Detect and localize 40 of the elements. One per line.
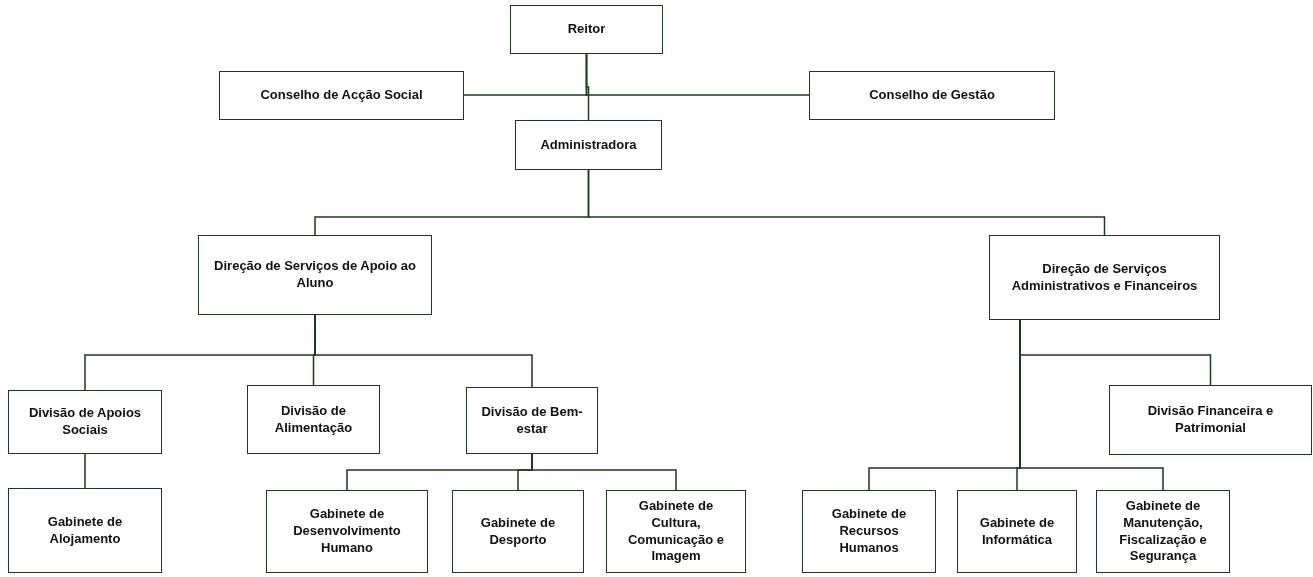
org-box bbox=[606, 490, 746, 573]
org-box bbox=[466, 387, 598, 454]
unit-name: Reitor bbox=[567, 21, 606, 38]
connector-line bbox=[587, 169, 1106, 236]
org-box bbox=[8, 390, 162, 454]
unit-name: Gabinete de Recursos Humanos bbox=[830, 506, 908, 557]
unit-name: Gabinete de Manutenção, Fiscalização e Segurança bbox=[1118, 497, 1208, 566]
org-box bbox=[802, 490, 936, 573]
unit-name: Divisão de Apoios Sociais bbox=[27, 405, 143, 439]
connector-line bbox=[585, 53, 590, 121]
org-box bbox=[219, 71, 464, 120]
unit-name: Divisão Financeira e Patrimonial bbox=[1146, 403, 1275, 437]
org-box bbox=[989, 235, 1220, 320]
unit-name: Gabinete de Desporto bbox=[479, 514, 557, 549]
unit-name: Gabinete de Cultura, Comunicação e Imagem bbox=[626, 497, 726, 566]
unit-name: Direção de Serviços Administrativos e Financeiros bbox=[1010, 260, 1199, 295]
unit-name: Gabinete de Informática bbox=[978, 514, 1056, 549]
org-box bbox=[957, 490, 1077, 573]
org-box bbox=[809, 71, 1055, 120]
org-box bbox=[452, 490, 584, 573]
org-box bbox=[510, 5, 663, 54]
org-box bbox=[515, 120, 662, 170]
unit-name: Administradora bbox=[540, 136, 637, 154]
connector-line bbox=[314, 314, 533, 388]
unit-name: Gabinete de Alojamento bbox=[46, 513, 124, 548]
org-box bbox=[247, 385, 380, 454]
unit-name: Divisão de Alimentação bbox=[273, 402, 354, 437]
unit-name: Conselho de Acção Social bbox=[260, 87, 423, 104]
unit-name: Conselho de Gestão bbox=[869, 87, 995, 104]
org-box bbox=[198, 235, 432, 315]
org-box bbox=[1096, 490, 1230, 573]
connector-line bbox=[531, 453, 677, 491]
org-box bbox=[8, 488, 162, 573]
unit-name: Gabinete de Desenvolvimento Humano bbox=[292, 506, 402, 557]
org-box bbox=[1109, 385, 1312, 455]
unit-name: Direção de Serviços de Apoio ao Aluno bbox=[213, 258, 417, 292]
unit-name: Divisão de Bem-estar bbox=[480, 403, 584, 438]
org-box bbox=[266, 490, 428, 573]
connector-line bbox=[84, 453, 86, 489]
connector-line bbox=[1019, 319, 1164, 491]
